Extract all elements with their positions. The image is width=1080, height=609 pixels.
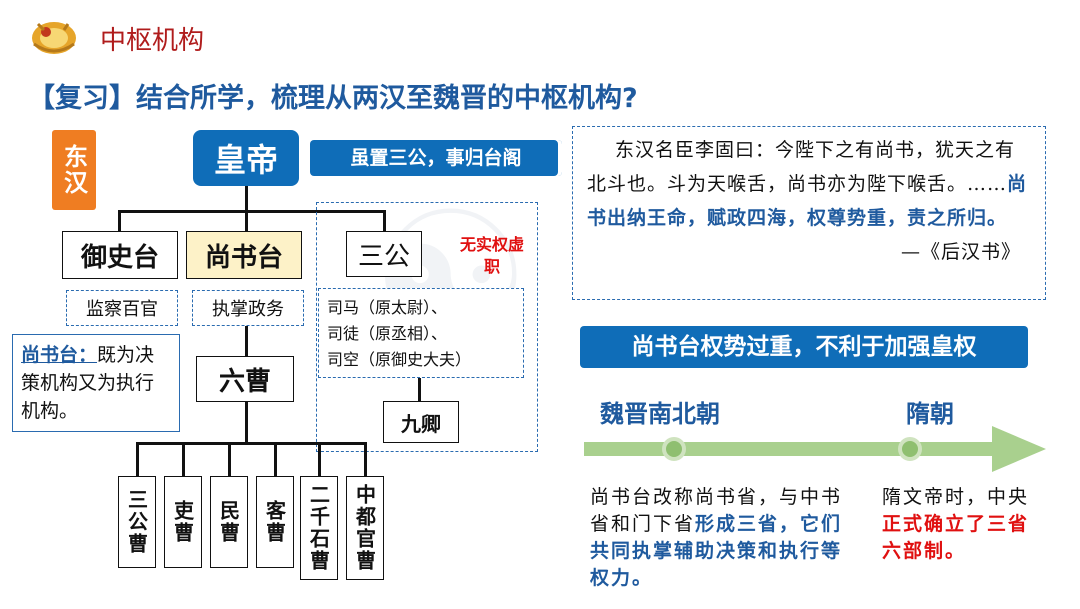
- cao-box: 客曹: [256, 476, 294, 568]
- timeline-text-sui: 隋文帝时，中央正式确立了三省六部制。: [882, 484, 1046, 565]
- banner-top: 虽置三公，事归台阁: [310, 140, 562, 176]
- connector-line: [136, 442, 139, 476]
- connector-line: [245, 210, 248, 232]
- connector-line: [245, 326, 248, 356]
- yushitai-duty: 监察百官: [66, 290, 178, 326]
- connector-line: [136, 442, 366, 445]
- page-title: 中枢机构: [100, 20, 204, 57]
- connector-line: [364, 442, 367, 476]
- connector-line: [118, 210, 121, 232]
- connector-line: [245, 186, 248, 212]
- connector-line: [274, 442, 277, 476]
- jiuqing-box: 九卿: [383, 401, 459, 443]
- banner-top-text: 虽置三公，事归台阁: [310, 140, 562, 176]
- dragon-logo-icon: [28, 14, 80, 58]
- sangong-box: 三公: [346, 231, 422, 277]
- timeline-text2-a: 隋文帝时，中央: [882, 486, 1029, 508]
- cao-box: 吏曹: [164, 476, 202, 568]
- sangong-list: 司马（原太尉）、 司徒（原丞相）、 司空（原御史大夫）: [318, 288, 524, 378]
- question-heading: 【复习】结合所学，梳理从两汉至魏晋的中枢机构?: [28, 76, 638, 115]
- banner-right: 尚书台权势过重，不利于加强皇权: [580, 326, 1028, 368]
- shangshutai-duty-text: 执掌政务: [212, 295, 284, 321]
- emperor-box: 皇帝: [193, 130, 299, 186]
- quote-box: 东汉名臣李固曰：今陛下之有尚书，犹天之有北斗也。斗为天喉舌，尚书亦为陛下喉舌。……: [572, 126, 1046, 300]
- cao-box: 二千石曹: [300, 476, 338, 580]
- banner-right-text: 尚书台权势过重，不利于加强皇权: [580, 326, 1028, 368]
- connector-line: [182, 442, 185, 476]
- yushitai-box: 御史台: [62, 231, 178, 279]
- yushitai-duty-text: 监察百官: [86, 295, 158, 321]
- cao-box: 三公曹: [118, 476, 156, 568]
- sangong-item: 司马（原太尉）、: [327, 295, 515, 321]
- note-box: 尚书台：既为决策机构又为执行机构。: [12, 334, 180, 432]
- no-real-power-label: 无实权虚职: [460, 234, 524, 278]
- sangong-item: 司徒（原丞相）、: [327, 321, 515, 347]
- timeline-text-weijin: 尚书台改称尚书省，与中书省和门下省形成三省，它们共同执掌辅助决策和执行等权力。: [590, 484, 860, 592]
- note-highlight: 尚书台：: [21, 344, 97, 366]
- timeline-arrow: [584, 424, 1048, 478]
- quote-source: —《后汉书》: [587, 235, 1031, 269]
- connector-line: [418, 378, 421, 402]
- connector-line: [318, 442, 321, 476]
- connector-line: [245, 402, 248, 444]
- connector-line: [228, 442, 231, 476]
- shangshutai-duty: 执掌政务: [192, 290, 304, 326]
- sangong-item: 司空（原御史大夫）: [327, 347, 515, 373]
- quote-text: 东汉名臣李固曰：今陛下之有尚书，犹天之有北斗也。斗为天喉舌，尚书亦为陛下喉舌。……: [587, 139, 1015, 195]
- cao-box: 中都官曹: [346, 476, 384, 580]
- timeline-text2-b: 正式确立了三省六部制。: [882, 513, 1029, 562]
- liucao-box: 六曹: [196, 356, 294, 402]
- shangshutai-box: 尚书台: [186, 231, 302, 279]
- cao-box: 民曹: [210, 476, 248, 568]
- era-tag: 东汉: [52, 130, 96, 210]
